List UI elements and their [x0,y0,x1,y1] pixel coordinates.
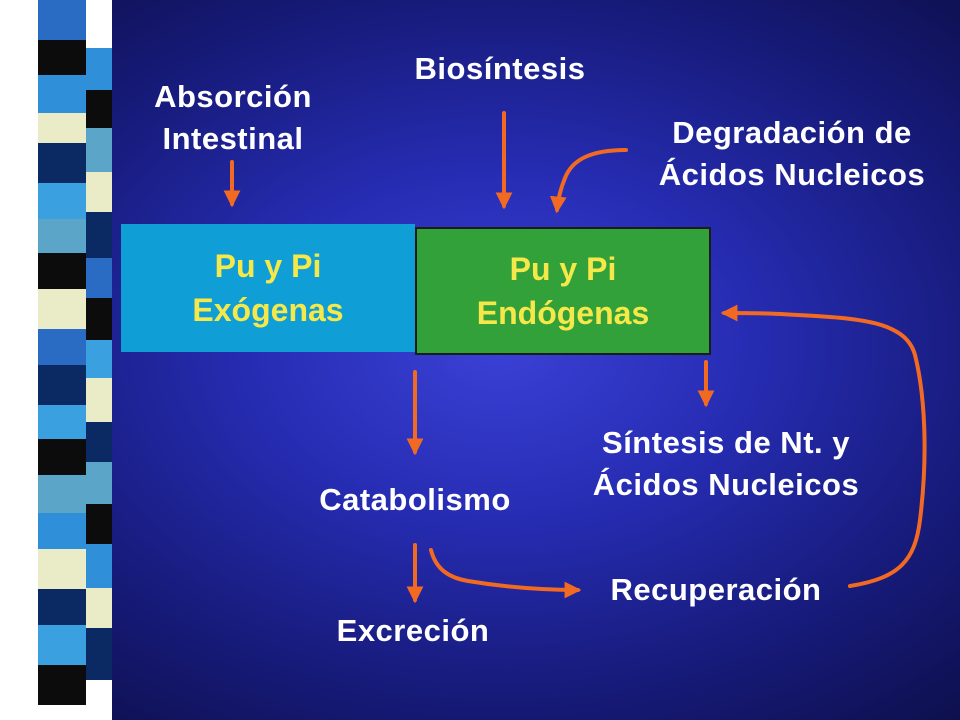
label-excrecion: Excreción [336,613,490,648]
label-biosintesis: Biosíntesis [414,51,586,86]
box-pu-pi-endogenas: Pu y Pi Endógenas [415,227,711,355]
label-catabolismo: Catabolismo [319,482,511,517]
label-sintesis-nt-acidos-nucleicos: Síntesis de Nt. y Ácidos Nucleicos [592,425,860,502]
box-pu-pi-exogenas: Pu y Pi Exógenas [121,224,415,352]
decorative-stripe-panel [0,0,112,720]
arrow-degradacion [549,148,628,214]
stripe-bar-right [86,0,112,720]
arrow-recuperacion [429,548,582,599]
label-absorcion-intestinal: Absorción Intestinal [154,79,312,156]
label-degradacion-acidos-nucleicos: Degradación de Ácidos Nucleicos [658,115,926,192]
label-recuperacion: Recuperación [610,572,822,607]
stripe-bar-left [38,0,86,720]
arrow-recycle [720,304,927,588]
